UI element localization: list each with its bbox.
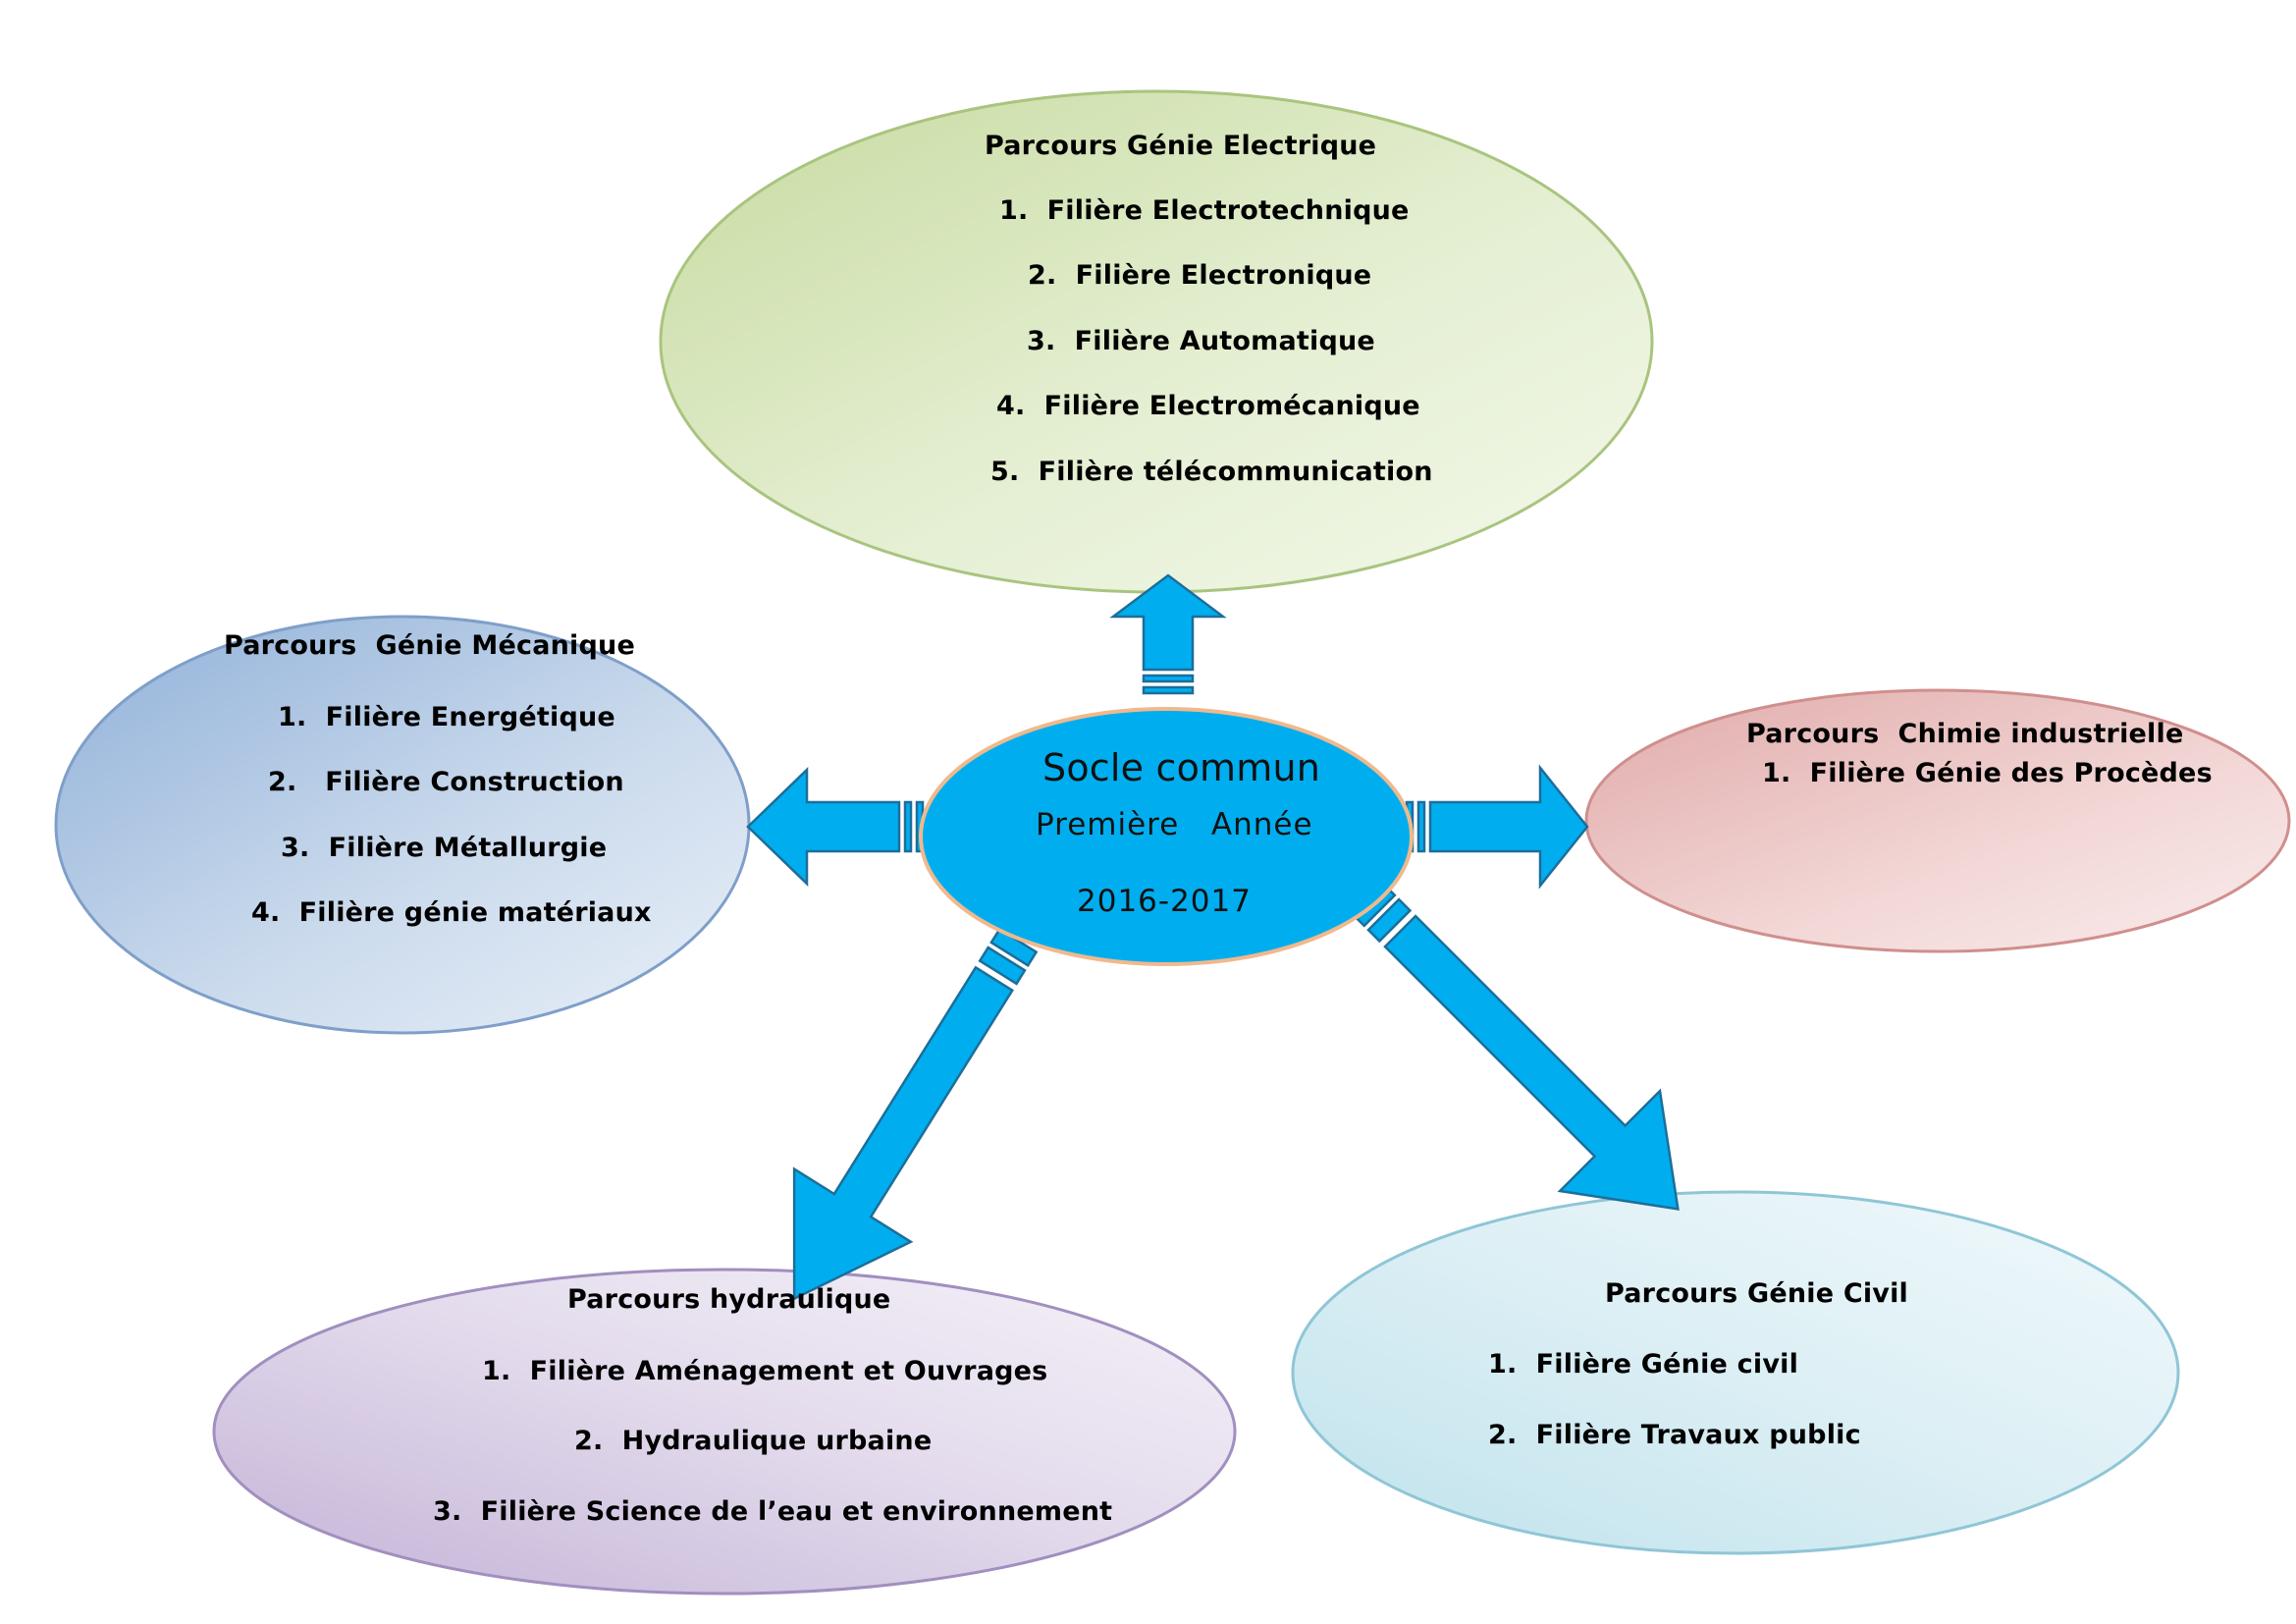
electrique-title: Parcours Génie Electrique	[985, 131, 1377, 161]
electrique-item-5: 5. Filière télécommunication	[990, 457, 1433, 487]
mecanique-item-4: 4. Filière génie matériaux	[251, 897, 652, 928]
center-ellipse	[919, 707, 1414, 966]
hydraulique-item-2: 2. Hydraulique urbaine	[574, 1426, 933, 1456]
arrow-left	[746, 767, 925, 887]
center-year: 2016-2017	[1077, 884, 1252, 919]
arrow-down-left	[792, 927, 1039, 1301]
hydraulique-item-3: 3. Filière Science de l’eau et environne…	[433, 1496, 1113, 1527]
mecanique-item-3: 3. Filière Métallurgie	[281, 833, 608, 863]
arrow-up	[1109, 573, 1227, 695]
electrique-item-4: 4. Filière Electromécanique	[996, 391, 1420, 421]
center-title: Socle commun	[1042, 746, 1321, 789]
electrique-item-2: 2. Filière Electronique	[1028, 260, 1372, 291]
arrow-right	[1405, 764, 1589, 890]
chimie-ellipse	[1584, 688, 2291, 953]
mecanique-ellipse	[54, 615, 751, 1035]
arrow-down-right	[1351, 882, 1680, 1211]
chimie-title: Parcours Chimie industrielle	[1746, 719, 2184, 749]
hydraulique-item-1: 1. Filière Aménagement et Ouvrages	[482, 1356, 1048, 1386]
center-subtitle: Première Année	[1036, 807, 1313, 842]
mecanique-title: Parcours Génie Mécanique	[224, 630, 635, 661]
civil-item-2: 2. Filière Travaux public	[1488, 1420, 1861, 1450]
hydraulique-ellipse	[212, 1268, 1237, 1596]
civil-ellipse	[1291, 1190, 2180, 1555]
civil-title: Parcours Génie Civil	[1605, 1278, 1909, 1309]
mecanique-item-1: 1. Filière Energétique	[278, 702, 615, 732]
hydraulique-title: Parcours hydraulique	[567, 1284, 891, 1315]
mecanique-item-2: 2. Filière Construction	[268, 767, 624, 797]
chimie-item-1: 1. Filière Génie des Procèdes	[1762, 758, 2213, 788]
electrique-item-1: 1. Filière Electrotechnique	[999, 195, 1410, 226]
civil-item-1: 1. Filière Génie civil	[1488, 1349, 1799, 1380]
electrique-item-3: 3. Filière Automatique	[1027, 326, 1375, 356]
